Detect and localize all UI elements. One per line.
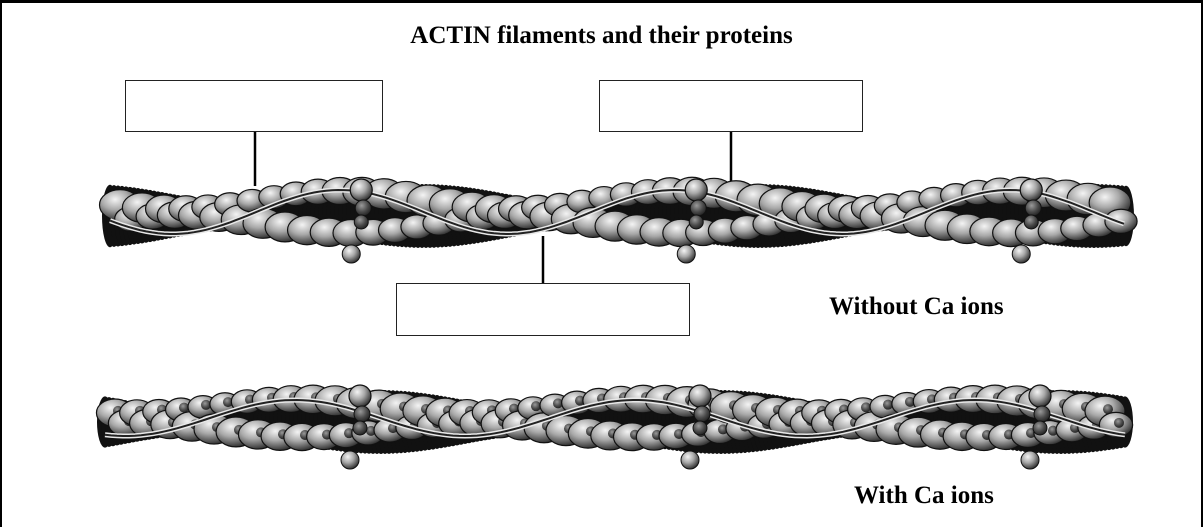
label-box-bottom[interactable] (396, 283, 690, 336)
label-box-left[interactable] (125, 80, 383, 132)
label-with-ca: With Ca ions (854, 482, 994, 510)
filament-without-ca (100, 177, 1138, 263)
label-without-ca: Without Ca ions (829, 293, 1004, 321)
label-box-right[interactable] (599, 80, 863, 132)
filament-with-ca (96, 385, 1133, 469)
